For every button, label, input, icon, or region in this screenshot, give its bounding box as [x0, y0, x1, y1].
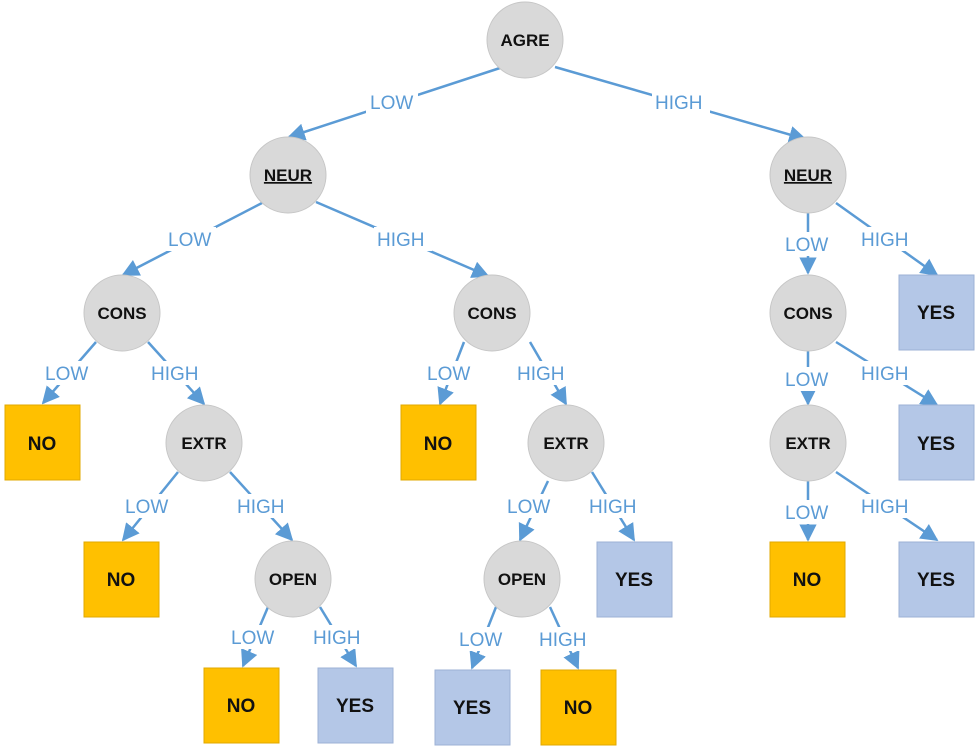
edge-label-e19: LOW	[231, 628, 274, 649]
leaf-no-5: NO	[400, 404, 477, 481]
leaf-yes-10-label: YES	[917, 434, 955, 455]
leaf-no-3-label: NO	[227, 696, 256, 717]
node-extr-a-label: EXTR	[181, 434, 226, 453]
leaf-yes-9: YES	[898, 274, 975, 351]
node-neur-right: NEUR	[769, 136, 847, 214]
node-open-b-label: OPEN	[498, 570, 546, 589]
edge-label-e16: HIGH	[589, 497, 637, 518]
leaf-no-8-label: NO	[564, 698, 593, 719]
node-root-label: AGRE	[500, 31, 549, 50]
node-neur-left: NEUR	[249, 136, 327, 214]
node-open-a-label: OPEN	[269, 570, 317, 589]
node-extr-a: EXTR	[165, 404, 243, 482]
leaf-no-3: NO	[203, 667, 280, 744]
edge-label-e17: LOW	[785, 503, 828, 524]
leaf-no-11: NO	[769, 541, 846, 618]
edge-label-e6: HIGH	[861, 230, 909, 251]
leaf-yes-7-label: YES	[615, 570, 653, 591]
leaf-nodes: NO NO NO YES NO YES YES NO	[4, 274, 975, 746]
decision-nodes: AGRE NEUR NEUR CONS CONS CONS EXTR EXTR	[83, 1, 847, 618]
edge-label-e10: HIGH	[517, 364, 565, 385]
leaf-yes-7: YES	[596, 541, 673, 618]
edge-label-e13: LOW	[125, 497, 168, 518]
leaf-no-11-label: NO	[793, 570, 822, 591]
edge-label-e7: LOW	[45, 364, 88, 385]
node-cons-lr: CONS	[453, 274, 531, 352]
node-extr-b-label: EXTR	[543, 434, 588, 453]
edge-label-e5: LOW	[785, 235, 828, 256]
node-neur-left-label: NEUR	[264, 166, 312, 185]
leaf-yes-12: YES	[898, 541, 975, 618]
leaf-no-8: NO	[540, 669, 617, 746]
leaf-yes-6: YES	[434, 669, 511, 746]
node-cons-ll: CONS	[83, 274, 161, 352]
node-open-a: OPEN	[254, 540, 332, 618]
node-extr-c-label: EXTR	[785, 434, 830, 453]
node-cons-lr-label: CONS	[467, 304, 516, 323]
leaf-no-2: NO	[83, 541, 160, 618]
node-cons-ll-label: CONS	[97, 304, 146, 323]
edge-label-e4: HIGH	[377, 230, 425, 251]
edge-label-e20: HIGH	[313, 628, 361, 649]
node-open-b: OPEN	[483, 540, 561, 618]
leaf-yes-12-label: YES	[917, 570, 955, 591]
leaf-no-1-label: NO	[28, 434, 57, 455]
edge-label-e8: HIGH	[151, 364, 199, 385]
edge-label-e14: HIGH	[237, 497, 285, 518]
edge-labels: LOW HIGH LOW HIGH LOW HIGH LOW HIGH LOW …	[42, 90, 916, 651]
edge-label-e2: HIGH	[655, 93, 703, 114]
leaf-yes-4-label: YES	[336, 696, 374, 717]
node-cons-r-label: CONS	[783, 304, 832, 323]
edge-label-e22: HIGH	[539, 630, 587, 651]
leaf-yes-10: YES	[898, 404, 975, 481]
node-neur-right-label: NEUR	[784, 166, 832, 185]
edge-label-e21: LOW	[459, 630, 502, 651]
edge-label-e1: LOW	[370, 93, 413, 114]
leaf-yes-4: YES	[317, 667, 394, 744]
edge-label-e9: LOW	[427, 364, 470, 385]
leaf-no-2-label: NO	[107, 570, 136, 591]
edge-label-e11: LOW	[785, 370, 828, 391]
node-extr-b: EXTR	[527, 404, 605, 482]
node-cons-r: CONS	[769, 274, 847, 352]
leaf-yes-6-label: YES	[453, 698, 491, 719]
edge-label-e18: HIGH	[861, 497, 909, 518]
edge-label-e3: LOW	[168, 230, 211, 251]
edge-label-e12: HIGH	[861, 364, 909, 385]
node-extr-c: EXTR	[769, 404, 847, 482]
leaf-no-5-label: NO	[424, 434, 453, 455]
edge-label-e15: LOW	[507, 497, 550, 518]
leaf-no-1: NO	[4, 404, 81, 481]
leaf-yes-9-label: YES	[917, 303, 955, 324]
node-root: AGRE	[486, 1, 564, 79]
